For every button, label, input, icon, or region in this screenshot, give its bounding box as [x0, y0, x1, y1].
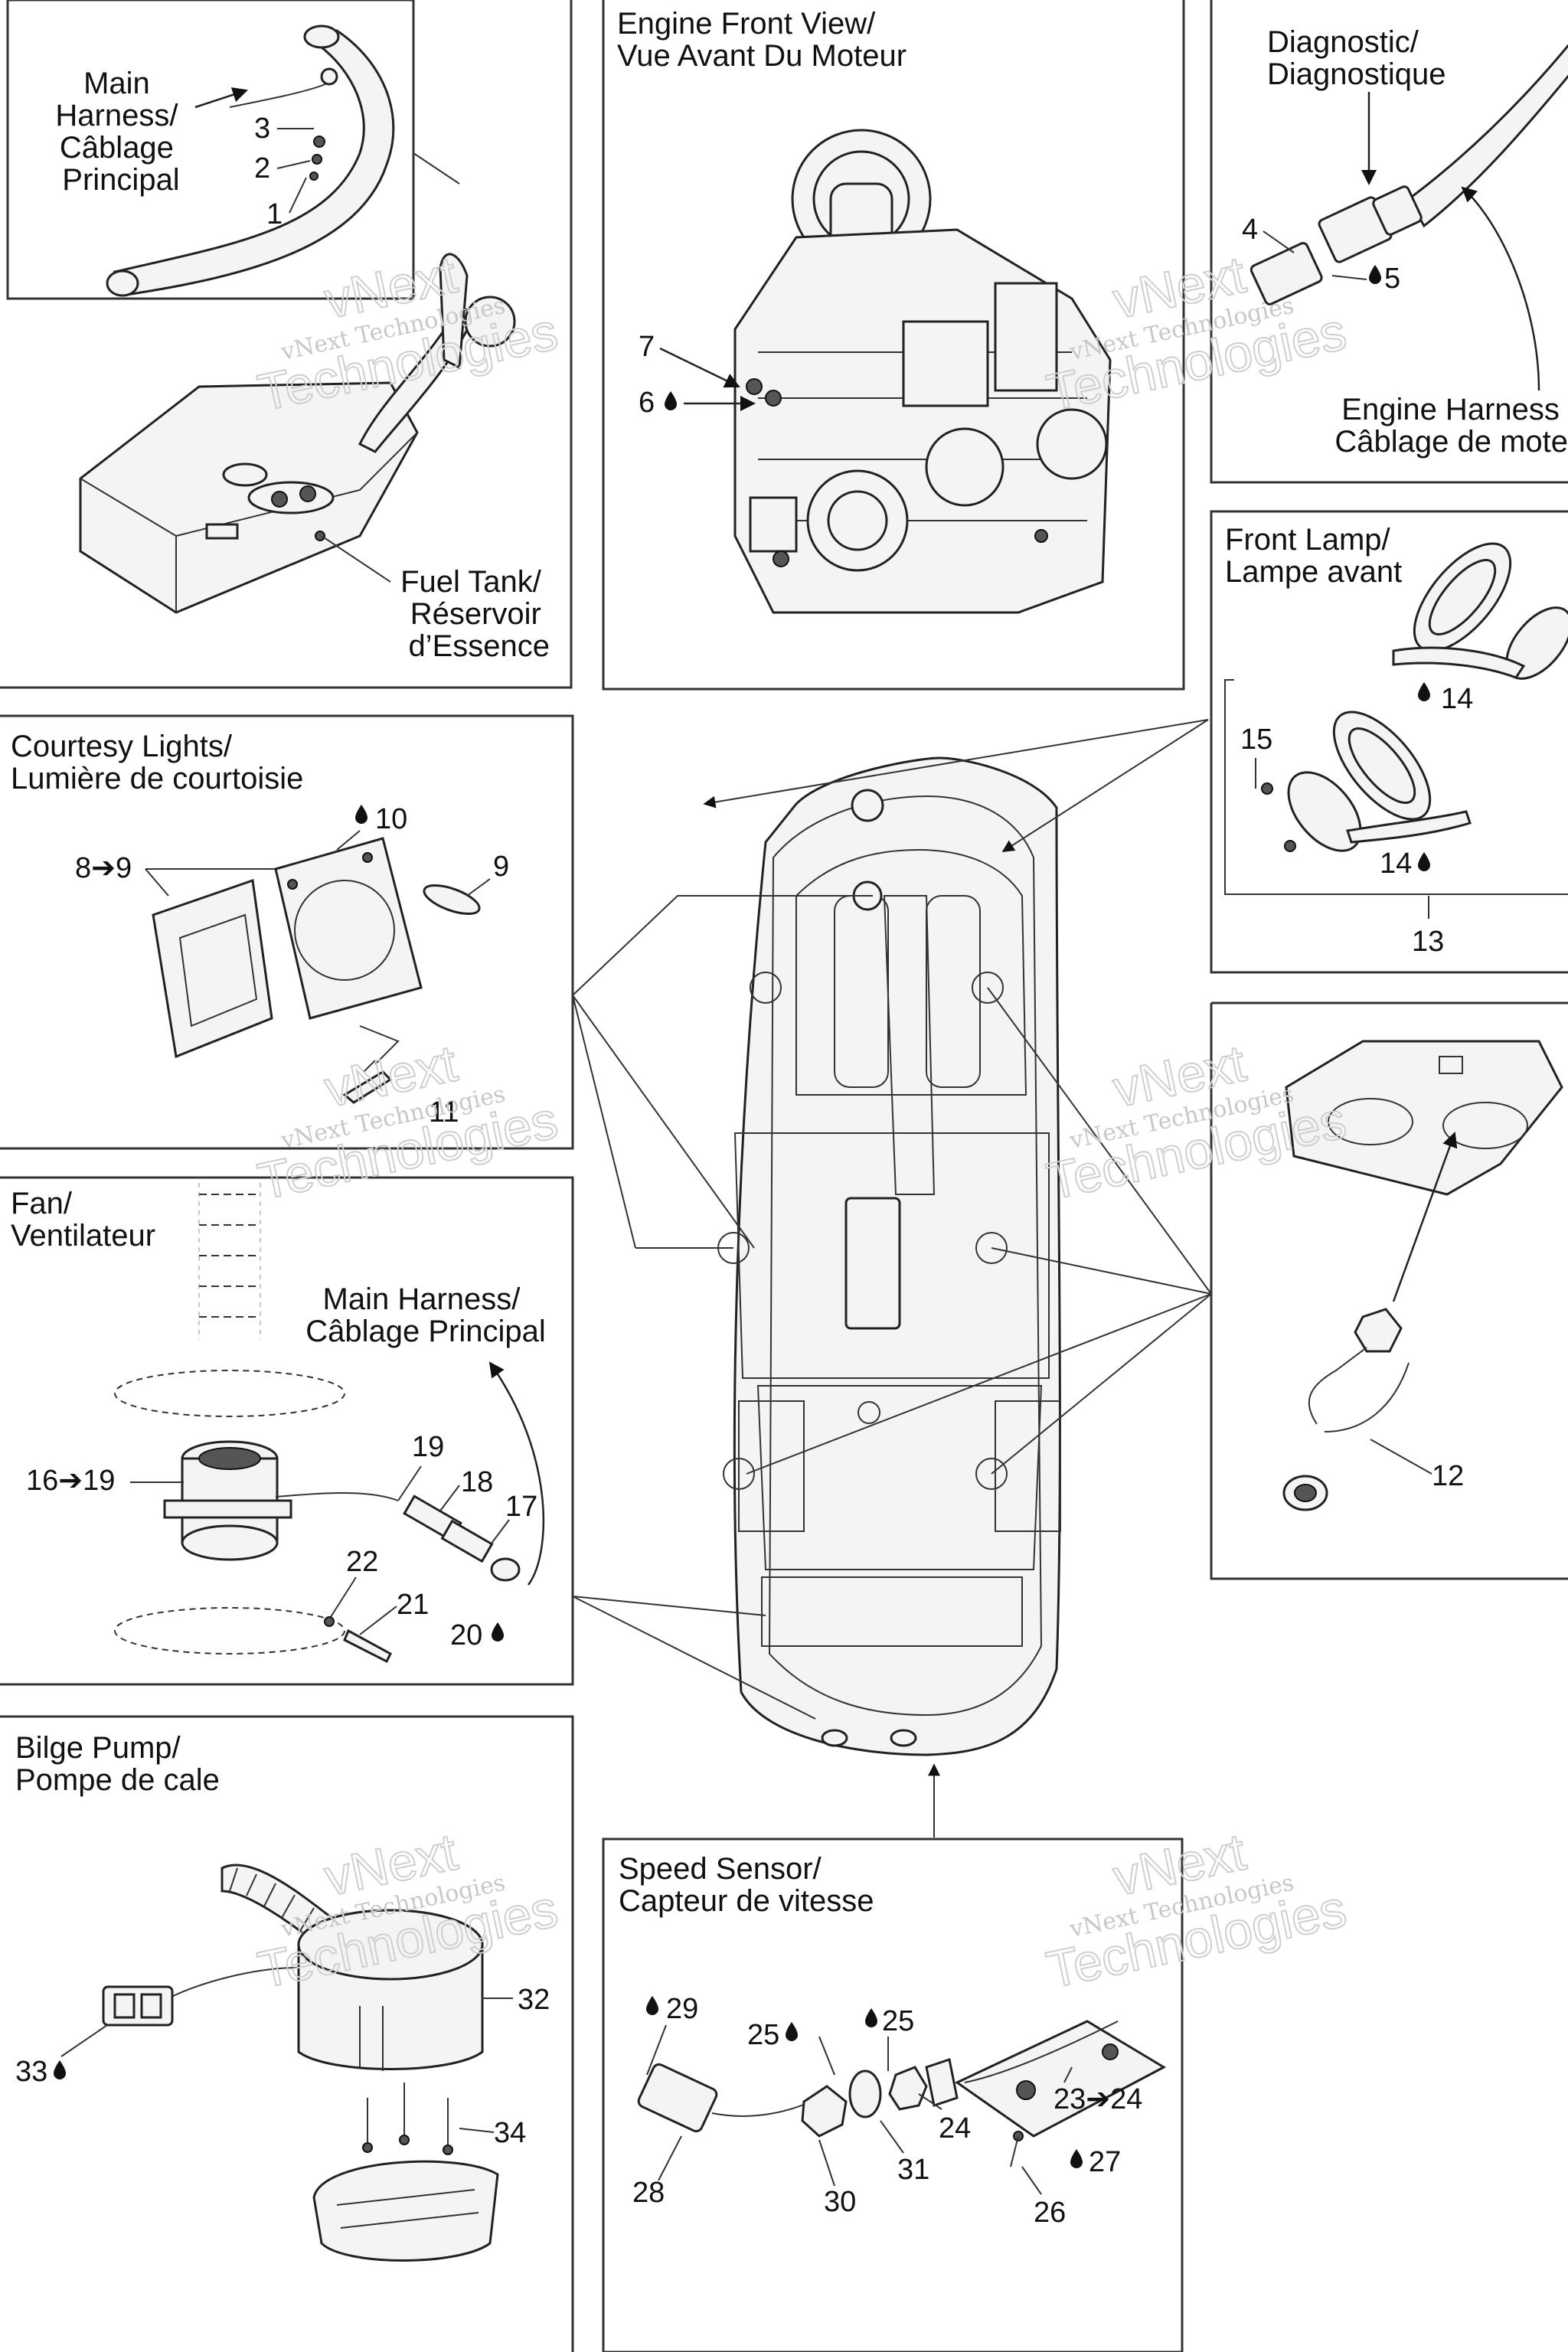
fan-main-harness-label: Main Harness/ Câblage Principal — [305, 1282, 546, 1348]
item-21: 21 — [397, 1589, 429, 1621]
item-9: 9 — [493, 851, 509, 883]
fan-connector — [403, 1361, 544, 1586]
fan-panel: Fan/ Ventilateur Main Harness/ Câblage P… — [11, 1183, 546, 1664]
item-16-19: 16➔19 — [26, 1465, 115, 1497]
item-27: 27 — [1089, 2146, 1121, 2178]
item-33: 33 — [15, 2056, 47, 2088]
courtesy-panel: Courtesy Lights/ Lumière de courtoisie 8… — [11, 730, 509, 1129]
engine-title: Engine Front View/ Vue Avant Du Moteur — [617, 7, 906, 73]
item-20: 20 — [450, 1619, 482, 1651]
diagnostic-connector — [1250, 44, 1568, 305]
item-15: 15 — [1240, 724, 1272, 756]
front-lamp-title: Front Lamp/ Lampe avant — [1225, 523, 1402, 589]
item-2: 2 — [254, 152, 270, 185]
engine-harness-label: Engine Harness Câblage de mote — [1334, 393, 1568, 459]
item-24: 24 — [939, 2112, 971, 2145]
item-6: 6 — [639, 387, 655, 419]
speed-panel: Speed Sensor/ Capteur de vitesse 29 25 2… — [619, 1852, 1167, 2229]
sealant-drop-icon — [1418, 852, 1430, 871]
item-14-top: 14 — [1441, 683, 1473, 715]
sealant-drop-icon — [1369, 265, 1381, 284]
speed-sensor — [637, 2020, 1167, 2167]
item-22: 22 — [346, 1546, 378, 1578]
item-1: 1 — [266, 198, 283, 230]
item-5: 5 — [1384, 263, 1400, 295]
engine-panel: Engine Front View/ Vue Avant Du Moteur 7… — [617, 7, 1112, 614]
item-32: 32 — [518, 1984, 550, 2016]
sealant-drop-icon — [646, 1996, 658, 2015]
speed-title: Speed Sensor/ Capteur de vitesse — [619, 1852, 874, 1918]
item-13: 13 — [1412, 926, 1444, 958]
fuel-tank — [79, 253, 516, 614]
sealant-drop-icon — [54, 2060, 66, 2079]
fan-hose — [114, 1183, 345, 1655]
item-14-bottom: 14 — [1380, 848, 1412, 880]
engine-drawing — [733, 129, 1112, 614]
item-10: 10 — [375, 803, 407, 835]
watercraft-hull — [717, 756, 1061, 1756]
item-18: 18 — [461, 1466, 493, 1498]
switch-panel: 12 — [1282, 1040, 1563, 1511]
sealant-drop-icon — [865, 2008, 877, 2027]
item-26: 26 — [1034, 2197, 1066, 2229]
sealant-drop-icon — [1070, 2149, 1083, 2168]
bilge-base — [312, 2082, 499, 2262]
front-lamp-lower — [1261, 710, 1472, 852]
item-19: 19 — [412, 1431, 444, 1463]
item-25-right: 25 — [882, 2005, 914, 2037]
item-7: 7 — [639, 331, 655, 363]
front-lamp-panel: Front Lamp/ Lampe avant 14 15 14 13 — [1210, 510, 1568, 972]
item-25-left: 25 — [747, 2019, 779, 2051]
bilge-title: Bilge Pump/ Pompe de cale — [15, 1731, 220, 1797]
main-harness-label: Main Harness/ Câblage Principal — [55, 67, 186, 197]
diagnostic-title: Diagnostic/ Diagnostique — [1267, 25, 1446, 91]
sealant-drop-icon — [355, 805, 368, 824]
courtesy-title: Courtesy Lights/ Lumière de courtoisie — [11, 730, 303, 795]
item-28: 28 — [632, 2177, 665, 2209]
item-3: 3 — [254, 113, 270, 145]
item-30: 30 — [824, 2186, 856, 2218]
sealant-drop-icon — [1418, 682, 1430, 701]
item-4: 4 — [1242, 214, 1258, 246]
item-17: 17 — [505, 1491, 537, 1523]
fuel-tank-label: Fuel Tank/ Réservoir d’Essence — [400, 565, 550, 663]
item-11: 11 — [429, 1096, 459, 1129]
fan-unit — [163, 1440, 292, 1561]
diagnostic-panel: Diagnostic/ Diagnostique 4 5 Engine Harn… — [1242, 25, 1568, 459]
callout-lines — [572, 719, 1212, 1838]
watermark: vNext Technologies vNext Technologies vN… — [253, 244, 1352, 2000]
fan-title: Fan/ Ventilateur — [11, 1187, 155, 1253]
item-23-24: 23➔24 — [1054, 2083, 1142, 2115]
fuel-tank-panel: Main Harness/ Câblage Principal 3 2 1 — [55, 24, 550, 663]
sealant-drop-icon — [665, 391, 677, 410]
sealant-drop-icon — [492, 1622, 504, 1642]
item-12: 12 — [1432, 1460, 1464, 1492]
item-8-9: 8➔9 — [75, 852, 132, 884]
sealant-drop-icon — [786, 2022, 798, 2041]
item-34: 34 — [494, 2117, 526, 2149]
fuel-hose — [106, 24, 395, 297]
item-31: 31 — [897, 2154, 929, 2186]
bilge-pump — [220, 1864, 484, 2071]
bilge-panel: Bilge Pump/ Pompe de cale 32 33 — [15, 1731, 550, 2262]
item-29: 29 — [666, 1993, 698, 2025]
courtesy-light — [152, 837, 481, 1059]
bilge-connector — [102, 1985, 174, 2027]
front-lamp-upper — [1392, 542, 1568, 680]
